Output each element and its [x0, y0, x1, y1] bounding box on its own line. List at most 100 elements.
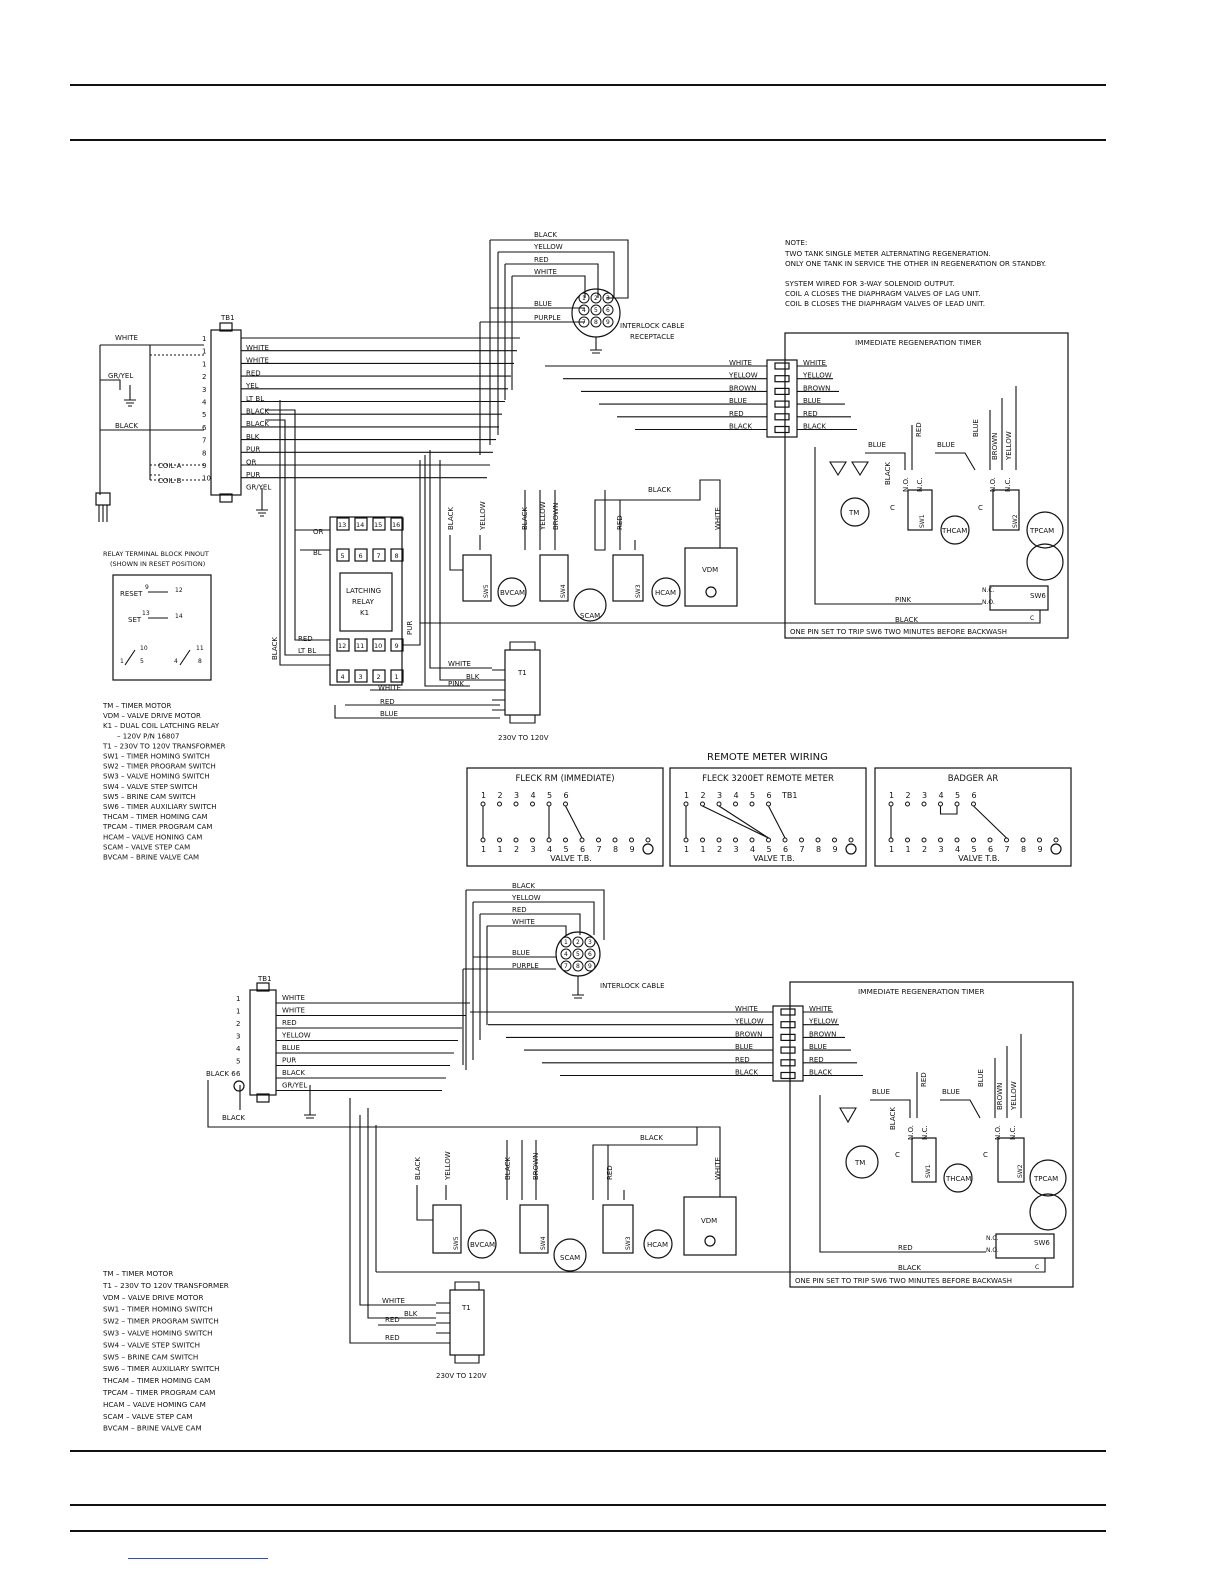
- t1-wire-label: RED: [385, 1316, 400, 1324]
- valve-tb-pin-number: 1: [684, 845, 689, 854]
- timer-input-label: RED: [729, 410, 744, 418]
- timer-terminal-label: BLACK: [803, 423, 826, 431]
- interlock-bundle: [462, 889, 605, 1070]
- wire-label: BROWN: [552, 503, 560, 530]
- cam-icon: [1026, 543, 1064, 581]
- meter-pin: [563, 801, 568, 807]
- note-line: TWO TANK SINGLE METER ALTERNATING REGENE…: [784, 249, 991, 258]
- timer-input-label: WHITE: [735, 1005, 758, 1013]
- latching-relay-k1: [329, 516, 403, 686]
- legend-item: TPCAM – TIMER PROGRAM CAM: [102, 1388, 215, 1397]
- relay-pin-number: 2: [377, 673, 381, 681]
- interlock-label: RECEPTACLE: [630, 333, 674, 341]
- interlock-pin: [560, 948, 572, 960]
- interlock-pin-number: 1: [564, 939, 568, 946]
- switch-label: N.O.: [989, 477, 997, 492]
- valve-tb-pin-number: 6: [988, 845, 993, 854]
- meter-pin: [905, 801, 910, 807]
- pinout-title: (SHOWN IN RESET POSITION): [110, 560, 205, 568]
- valve-tb-pin: [749, 837, 755, 843]
- note-line: COIL A CLOSES THE DIAPHRAGM VALVES OF LA…: [785, 289, 981, 298]
- sw3-label: SW3: [625, 1236, 632, 1250]
- interlock-pin: [584, 948, 596, 960]
- bottom-wiring-diagram: TB1 1123456WHITEWHITEREDYELLOWBLUEPURBLA…: [102, 882, 1074, 1433]
- tb1-wire-label: YELLOW: [281, 1032, 311, 1040]
- thcam-label: THCAM: [945, 1175, 971, 1183]
- transformer-core-icon: [509, 641, 536, 724]
- tb1-wire-label: OR: [246, 458, 257, 466]
- ground-icon: [233, 1080, 245, 1092]
- valve-tb-pin: [799, 837, 804, 843]
- interlock-wire-label: PURPLE: [534, 314, 561, 322]
- valve-tb-pin-number: 1: [481, 845, 486, 854]
- wire-label: BLACK: [884, 462, 892, 485]
- meter-jumper: [939, 806, 958, 815]
- wire-label: BLACK: [447, 507, 455, 530]
- tb1-terminal-number: 4: [236, 1045, 241, 1053]
- valve-tb-pin: [497, 837, 502, 843]
- relay-pin-number: 1: [395, 673, 399, 681]
- timer-input-label: RED: [735, 1056, 750, 1064]
- pinout-pin: 13: [142, 610, 150, 617]
- wire-label: YELLOW: [539, 501, 547, 531]
- relay-wire-label: OR: [313, 528, 324, 536]
- sw6-wires: [376, 1095, 1046, 1273]
- legend-item: – 120V P/N 16807: [117, 732, 179, 740]
- meter-pin-number: 5: [955, 791, 960, 800]
- valve-tb-pin-number: 6: [580, 845, 585, 854]
- interlock-wire-label: RED: [534, 256, 549, 264]
- remote-meter-box: [669, 767, 867, 867]
- tb1-wire-label: WHITE: [282, 1007, 305, 1015]
- interlock-pin: [584, 960, 596, 972]
- coil-dashed-wire: [149, 354, 204, 476]
- sw2-switch: [997, 1137, 1025, 1183]
- meter-pin: [513, 801, 519, 807]
- interlock-wire-label: BLUE: [512, 949, 530, 957]
- timer-motor-icon: [845, 1145, 879, 1179]
- meter-wire: [768, 805, 786, 839]
- coil-dashed-wire: [150, 464, 204, 481]
- meter-pin: [954, 801, 960, 807]
- legend-item: K1 – DUAL COIL LATCHING RELAY: [103, 722, 220, 730]
- ground-icon: [590, 337, 602, 354]
- bvcam-label: BVCAM: [470, 1241, 495, 1249]
- legend-item: BVCAM – BRINE VALVE CAM: [103, 854, 199, 862]
- sw6-switch: [989, 585, 1049, 611]
- remote-meter-box-title: FLECK RM (IMMEDIATE): [515, 774, 614, 784]
- tpcam-label: TPCAM: [1029, 527, 1054, 535]
- valve-tb-pin-number: 8: [613, 845, 618, 854]
- tb1-screw: [256, 1093, 270, 1103]
- tb1-wire-label: LT BL: [246, 395, 264, 403]
- tb1-wire-label: BLK: [246, 433, 260, 441]
- switch-label: N.O.: [982, 599, 995, 606]
- interlock-pin-number: 6: [606, 307, 610, 314]
- meter-pin-number: 4: [734, 791, 739, 800]
- meter-pin-number: 1: [889, 791, 894, 800]
- relay-pin: [390, 669, 404, 683]
- coil-icon: [148, 591, 168, 619]
- valve-tb-pin: [905, 837, 910, 843]
- bvcam-cam-icon: [497, 577, 527, 607]
- timer-input-label: BLACK: [735, 1069, 758, 1077]
- meter-pin: [683, 801, 689, 807]
- remote-meter-box-title: BADGER AR: [948, 774, 999, 784]
- line-cord: [99, 345, 151, 495]
- interlock-wire-label: PURPLE: [512, 962, 539, 970]
- timer-terminal-label: BLUE: [809, 1043, 827, 1051]
- relay-pin-number: 5: [341, 552, 345, 560]
- valve-tb-pin: [766, 837, 771, 843]
- valve-tb-pin-number: 1: [906, 845, 911, 854]
- legend-item: SW1 – TIMER HOMING SWITCH: [103, 1305, 213, 1314]
- switch-label: N.C.: [982, 587, 995, 594]
- relay-pin: [336, 638, 350, 652]
- vdm-shaft-icon: [704, 1235, 716, 1247]
- plug-icon: [95, 492, 111, 506]
- relay-wire-label: RED: [380, 698, 395, 706]
- pinout-pin: 4: [174, 658, 178, 665]
- footer-link-underline: [128, 1558, 268, 1559]
- valve-tb-label: VALVE T.B.: [958, 854, 1000, 863]
- valve-tb-pin-number: 8: [1021, 845, 1026, 854]
- wire-label: YELLOW: [479, 501, 487, 531]
- relay-title: LATCHING: [346, 587, 381, 595]
